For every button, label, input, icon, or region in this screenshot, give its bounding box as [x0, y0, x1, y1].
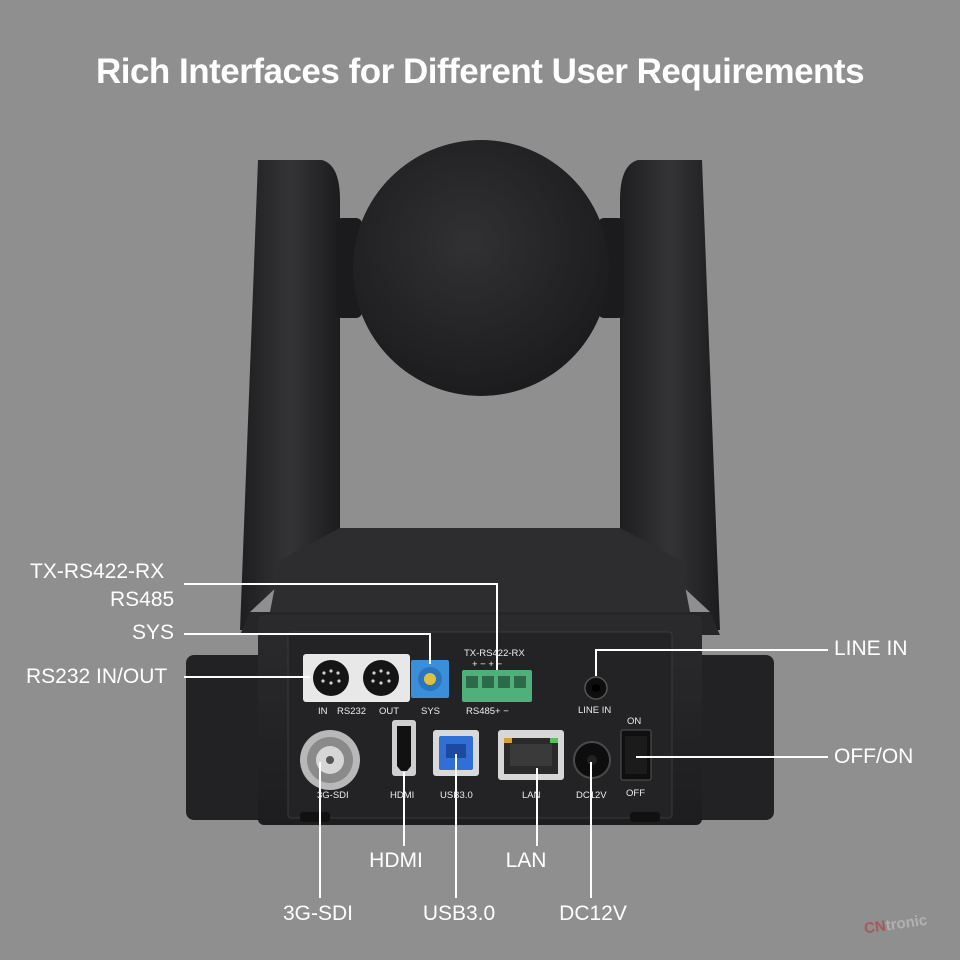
panel-label-sys: SYS — [421, 706, 441, 717]
lan-port — [498, 730, 564, 780]
panel-label-terminal-bottom: RS485+ − — [466, 706, 509, 717]
rs232-ports — [303, 654, 410, 702]
panel-label-off: OFF — [626, 788, 645, 799]
panel-label-lan: LAN — [522, 790, 541, 801]
panel-label-rs232-in: IN — [318, 706, 328, 717]
callout-dc12v: DC12V — [559, 902, 627, 925]
panel-label-rs232: RS232 — [337, 706, 367, 717]
callout-sdi: 3G-SDI — [282, 902, 354, 925]
panel-label-rs232-out: OUT — [379, 706, 400, 717]
callout-lan: LAN — [505, 849, 547, 872]
callout-rs232: RS232 IN/OUT — [26, 665, 168, 688]
panel-label-usb: USB3.0 — [440, 790, 473, 801]
leader-lines — [184, 583, 828, 898]
usb3-port — [433, 730, 479, 776]
power-switch — [620, 729, 652, 781]
callout-off-on: OFF/ON — [834, 745, 914, 768]
yoke — [240, 160, 720, 635]
camera-base — [186, 615, 774, 825]
panel-label-hdmi: HDMI — [390, 790, 415, 801]
terminal-block — [462, 670, 532, 702]
sdi-bnc-connector — [300, 730, 360, 790]
panel-label-on: ON — [627, 716, 642, 727]
line-in-jack — [584, 676, 608, 700]
watermark-prefix: CN — [863, 917, 887, 938]
panel-label-dc12v: DC12V — [576, 790, 607, 801]
hdmi-port — [392, 720, 416, 776]
panel-label-terminal-signs: + − + − — [472, 659, 503, 670]
callout-sys: SYS — [132, 621, 175, 644]
callout-line-in: LINE IN — [834, 637, 908, 660]
headline: Rich Interfaces for Different User Requi… — [95, 52, 865, 91]
callout-tx-rs422-rx: TX-RS422-RX — [30, 560, 165, 583]
callout-usb: USB3.0 — [422, 902, 496, 925]
panel-label-sdi: 3G-SDI — [317, 790, 349, 801]
callout-rs485: RS485 — [110, 588, 175, 611]
panel-label-terminal-top: TX-RS422-RX — [464, 648, 525, 659]
sys-dial — [411, 660, 449, 698]
camera-head — [336, 140, 624, 396]
panel-label-line-in: LINE IN — [578, 705, 612, 716]
callout-hdmi: HDMI — [369, 849, 423, 872]
